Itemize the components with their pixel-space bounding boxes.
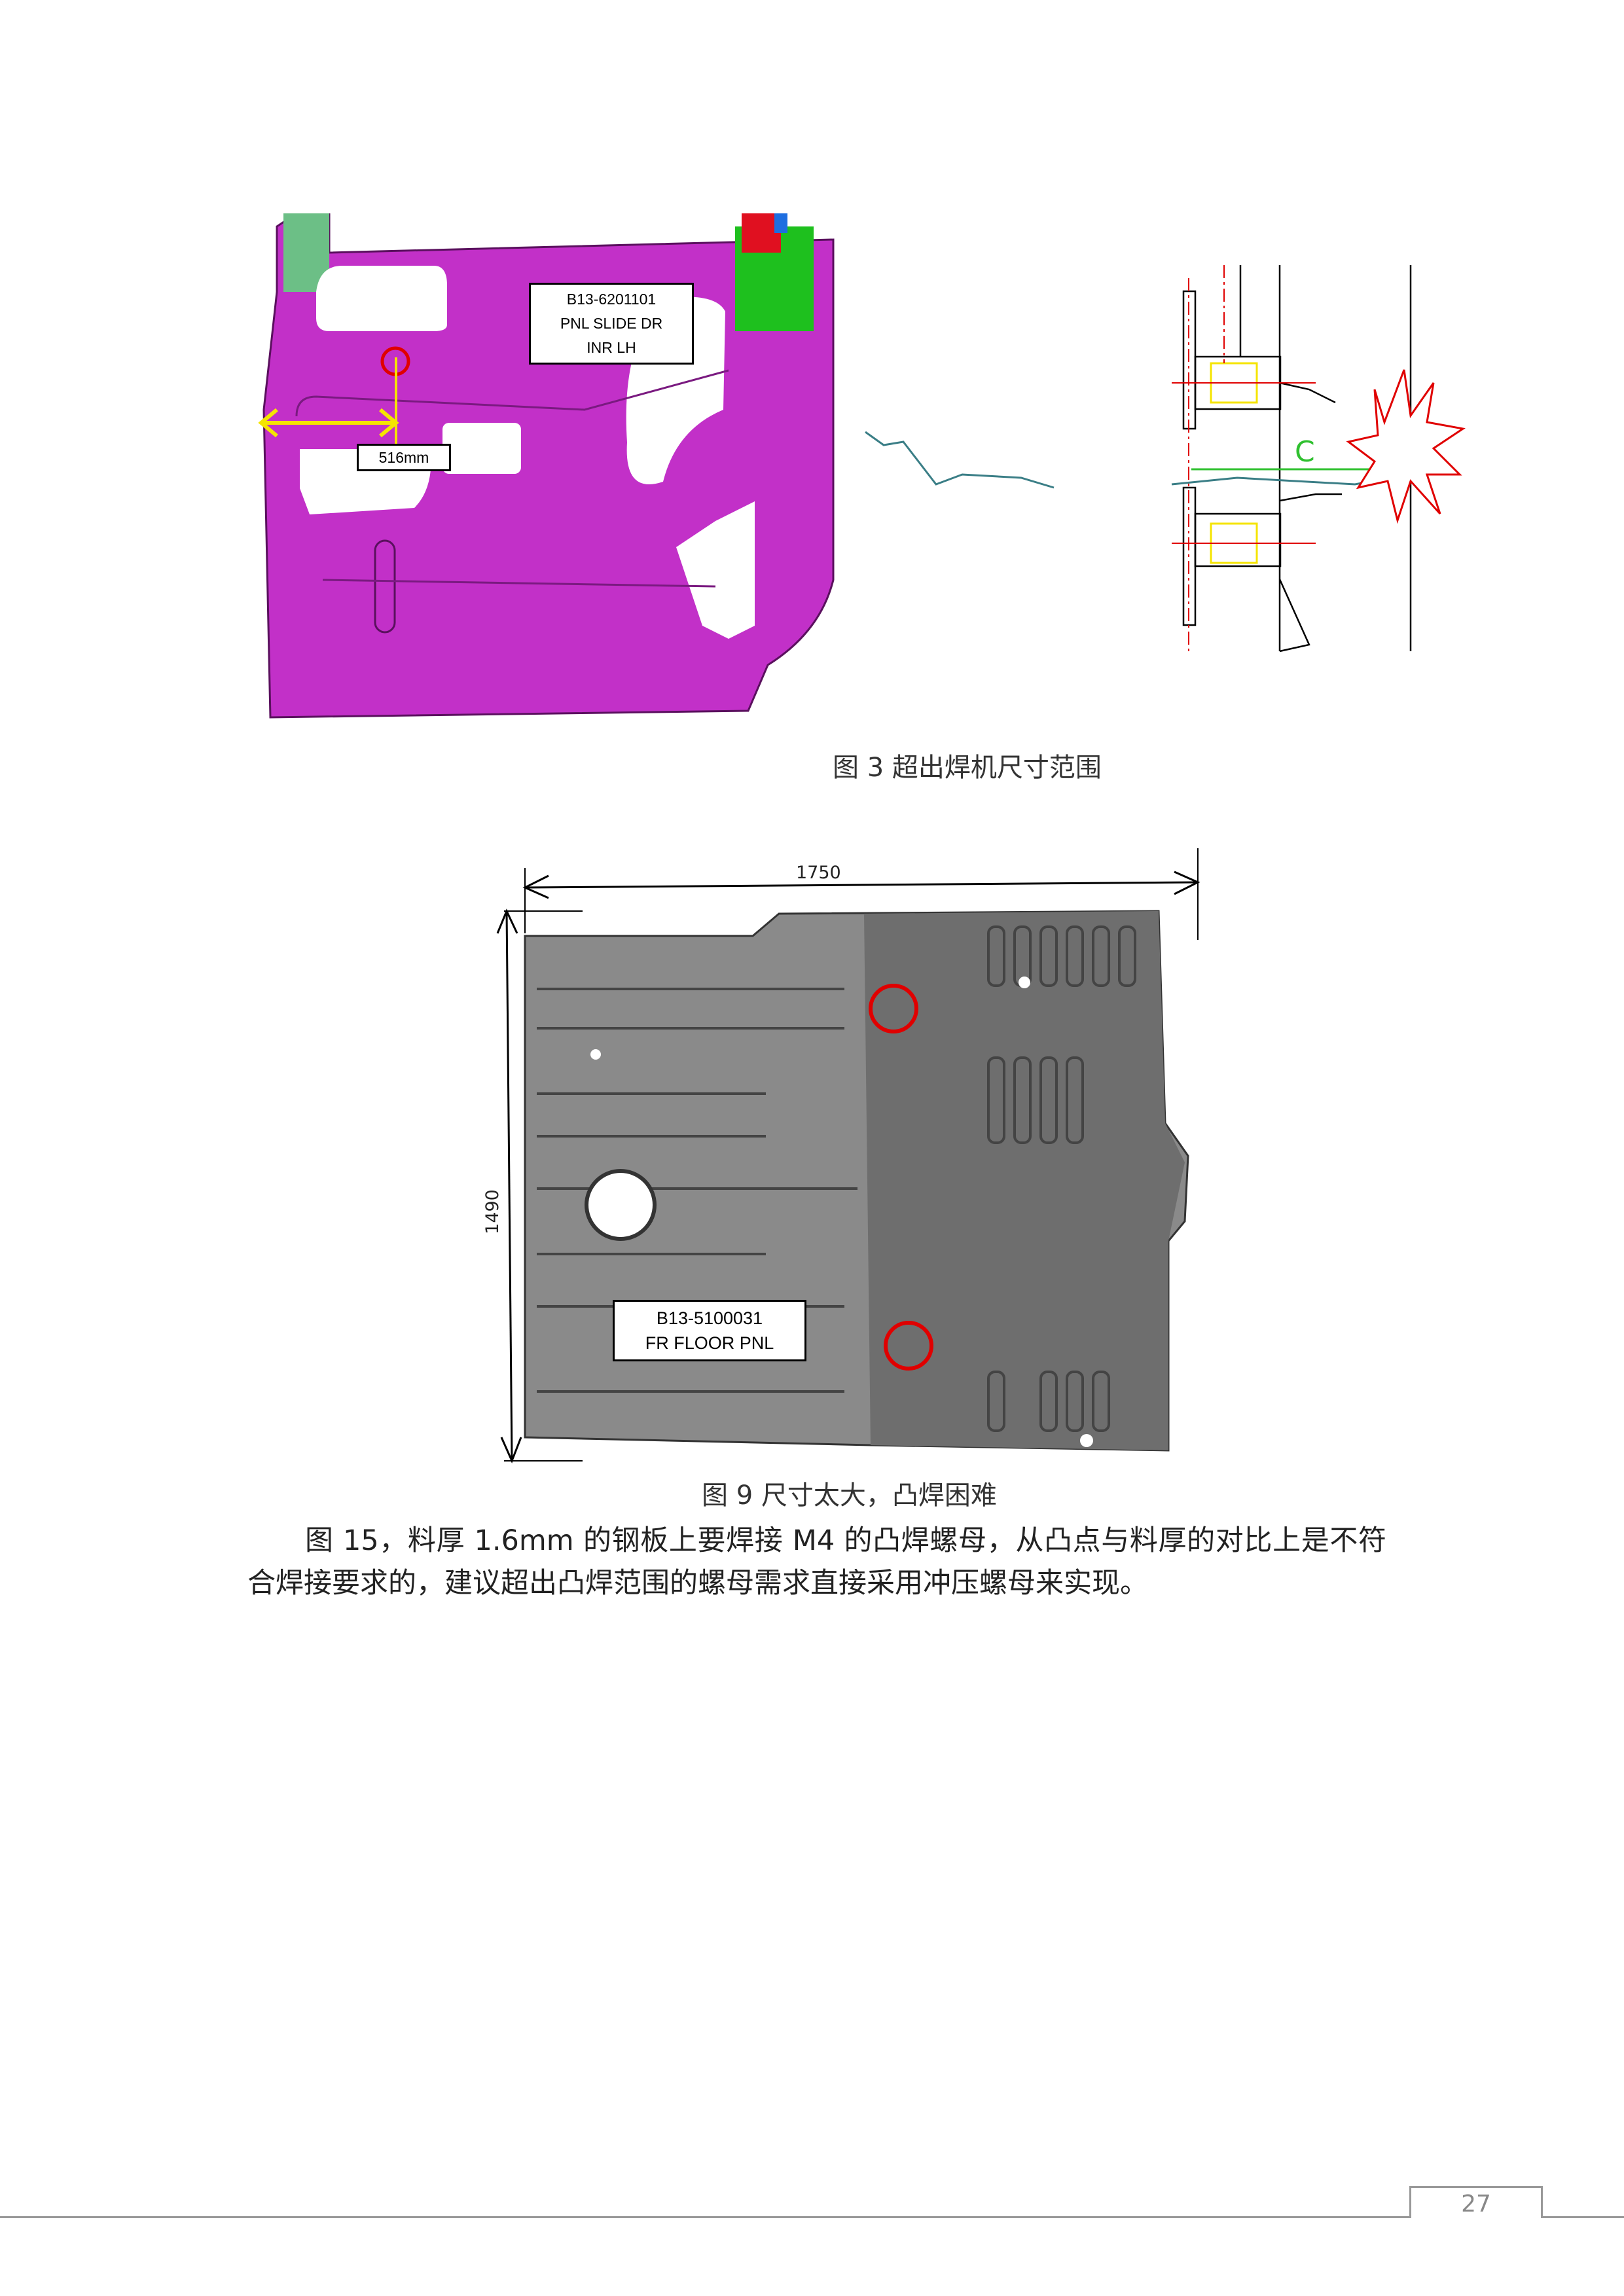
weld-clearance-diagram: C — [1171, 265, 1466, 653]
dimension-label-516: 516mm — [357, 444, 451, 471]
clearance-label-c: C — [1295, 435, 1315, 469]
part-number: B13-5100031 — [656, 1308, 763, 1328]
width-dimension: 1750 — [796, 863, 841, 883]
part-name: FR FLOOR PNL — [645, 1333, 774, 1353]
page-number: 27 — [1409, 2186, 1543, 2218]
part-number: B13-6201101 — [566, 291, 657, 308]
part-side: INR LH — [586, 339, 636, 356]
figure9-caption: 图 9 尺寸太大，凸焊困难 — [702, 1480, 997, 1511]
footer-rule — [0, 2216, 1624, 2218]
part-label-door: B13-6201101 PNL SLIDE DR INR LH — [529, 283, 694, 365]
part-label-floor: B13-5100031 FR FLOOR PNL — [613, 1300, 806, 1361]
cross-section-profile — [865, 431, 1055, 489]
body-paragraph: 图 15，料厚 1.6mm 的钢板上要焊接 M4 的凸焊螺母，从凸点与料厚的对比… — [247, 1524, 1386, 1600]
height-dimension: 1490 — [482, 1189, 503, 1234]
floor-panel-figure: 1750 1490 B13-5100031 FR FLOOR PNL — [478, 848, 1211, 1467]
figure3-caption: 图 3 超出焊机尺寸范围 — [833, 753, 1102, 783]
door-panel-figure: B13-6201101 PNL SLIDE DR INR LH 516mm — [257, 212, 840, 721]
floor-panel-drawing — [496, 848, 1200, 1463]
part-name: PNL SLIDE DR — [560, 315, 663, 332]
